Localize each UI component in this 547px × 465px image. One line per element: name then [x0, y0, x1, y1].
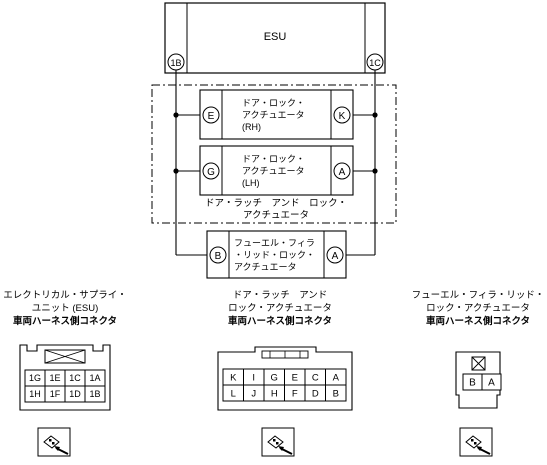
svg-text:エレクトリカル・サプライ・: エレクトリカル・サプライ・ [3, 290, 127, 301]
svg-text:E: E [208, 111, 215, 122]
fuel-lid-lock-actuator: フューエル・フィラ ・リッド・ロック・ アクチュエータ B A [206, 230, 347, 279]
terminal-label: E [292, 372, 298, 383]
svg-text:A: A [332, 251, 339, 262]
pin-e: E [202, 106, 220, 124]
svg-text:K: K [339, 111, 346, 122]
pin-g: G [202, 162, 220, 180]
door-lock-actuator-rh: ドア・ロック・ アクチュエータ (RH) E K [199, 89, 354, 140]
svg-text:フューエル・フィラ・リッド・: フューエル・フィラ・リッド・ [412, 290, 545, 301]
svg-text:B: B [215, 251, 222, 262]
svg-text:1C: 1C [369, 58, 381, 68]
terminal-label: A [333, 372, 340, 383]
svg-text:車両ハーネス側コネクタ: 車両ハーネス側コネクタ [426, 315, 530, 327]
svg-text:アクチュエータ: アクチュエータ [242, 110, 305, 120]
terminal-label: K [230, 372, 237, 383]
esu-unit: ESU 1B 1C [164, 2, 386, 74]
esu-pin-1b: 1B [167, 53, 185, 71]
latch-assembly-boundary [151, 84, 397, 224]
svg-text:・リッド・ロック・: ・リッド・ロック・ [234, 250, 315, 260]
connector-cavity [84, 385, 106, 403]
pin-b: B [209, 246, 227, 264]
svg-text:ドア・ロック・: ドア・ロック・ [242, 98, 305, 108]
terminal-label: 1H [29, 389, 41, 399]
svg-text:1B: 1B [170, 58, 181, 68]
svg-text:G: G [207, 167, 215, 178]
wiring [175, 70, 376, 256]
svg-text:(LH): (LH) [242, 178, 260, 188]
terminal-label: 1F [50, 389, 61, 399]
esu-pin-1c: 1C [366, 53, 384, 71]
terminal-label: J [251, 388, 256, 399]
esu-title: ESU [264, 31, 287, 43]
svg-text:フューエル・フィラ: フューエル・フィラ [234, 238, 315, 248]
terminal-label: 1A [89, 373, 100, 383]
terminal-label: B [469, 378, 476, 389]
svg-text:ロック・アクチュエータ: ロック・アクチュエータ [228, 303, 332, 314]
terminal-label: C [312, 372, 319, 383]
svg-text:ユニット (ESU): ユニット (ESU) [32, 303, 99, 314]
svg-text:アクチュエータ: アクチュエータ [234, 262, 297, 272]
latch-group-label-1: ドア・ラッチ アンド ロック・ [205, 198, 347, 209]
svg-text:ロック・アクチュエータ: ロック・アクチュエータ [426, 303, 530, 314]
terminal-label: 1B [89, 389, 100, 399]
terminal-label: A [488, 378, 495, 389]
pin-a: A [333, 162, 351, 180]
terminal-label: 1G [29, 373, 41, 383]
svg-text:ドア・ラッチ アンド: ドア・ラッチ アンド [233, 290, 328, 301]
terminal-label: H [271, 388, 278, 399]
esu-connector-caption: エレクトリカル・サプライ・ ユニット (ESU) 車両ハーネス側コネクタ [3, 290, 127, 327]
terminal-label: B [333, 388, 339, 399]
latch-group-label-2: アクチュエータ [243, 210, 309, 221]
connector-cavity [481, 373, 502, 391]
wire-junctions [173, 112, 378, 174]
svg-text:車両ハーネス側コネクタ: 車両ハーネス側コネクタ [13, 315, 117, 327]
connector-probe-icon [459, 427, 493, 457]
connector-cavity [325, 384, 347, 402]
connector-probe-icon [261, 427, 295, 457]
connector-probe-icon [37, 427, 71, 457]
svg-text:(RH): (RH) [242, 122, 261, 132]
terminal-label: D [312, 388, 319, 399]
svg-text:A: A [339, 167, 346, 178]
terminal-label: G [271, 372, 278, 383]
door-lock-actuator-lh: ドア・ロック・ アクチュエータ (LH) G A [199, 145, 354, 196]
terminal-label: I [252, 372, 255, 383]
pin-a-fuel: A [326, 246, 344, 264]
terminal-label: 1C [69, 373, 81, 383]
svg-text:車両ハーネス側コネクタ: 車両ハーネス側コネクタ [228, 315, 332, 327]
terminal-label: 1E [49, 373, 60, 383]
latch-connector-face: K I G E C A L J H F D B [217, 346, 353, 411]
terminal-label: F [292, 388, 298, 399]
terminal-label: 1D [69, 389, 81, 399]
svg-text:ドア・ロック・: ドア・ロック・ [242, 154, 305, 164]
latch-connector-caption: ドア・ラッチ アンド ロック・アクチュエータ 車両ハーネス側コネクタ [228, 290, 332, 327]
esu-connector-face: 1G 1E 1C 1A 1H 1F 1D 1B [19, 344, 111, 411]
terminal-label: L [231, 388, 236, 399]
fuel-connector-caption: フューエル・フィラ・リッド・ ロック・アクチュエータ 車両ハーネス側コネクタ [412, 290, 545, 327]
svg-text:アクチュエータ: アクチュエータ [242, 166, 305, 176]
pin-k: K [333, 106, 351, 124]
